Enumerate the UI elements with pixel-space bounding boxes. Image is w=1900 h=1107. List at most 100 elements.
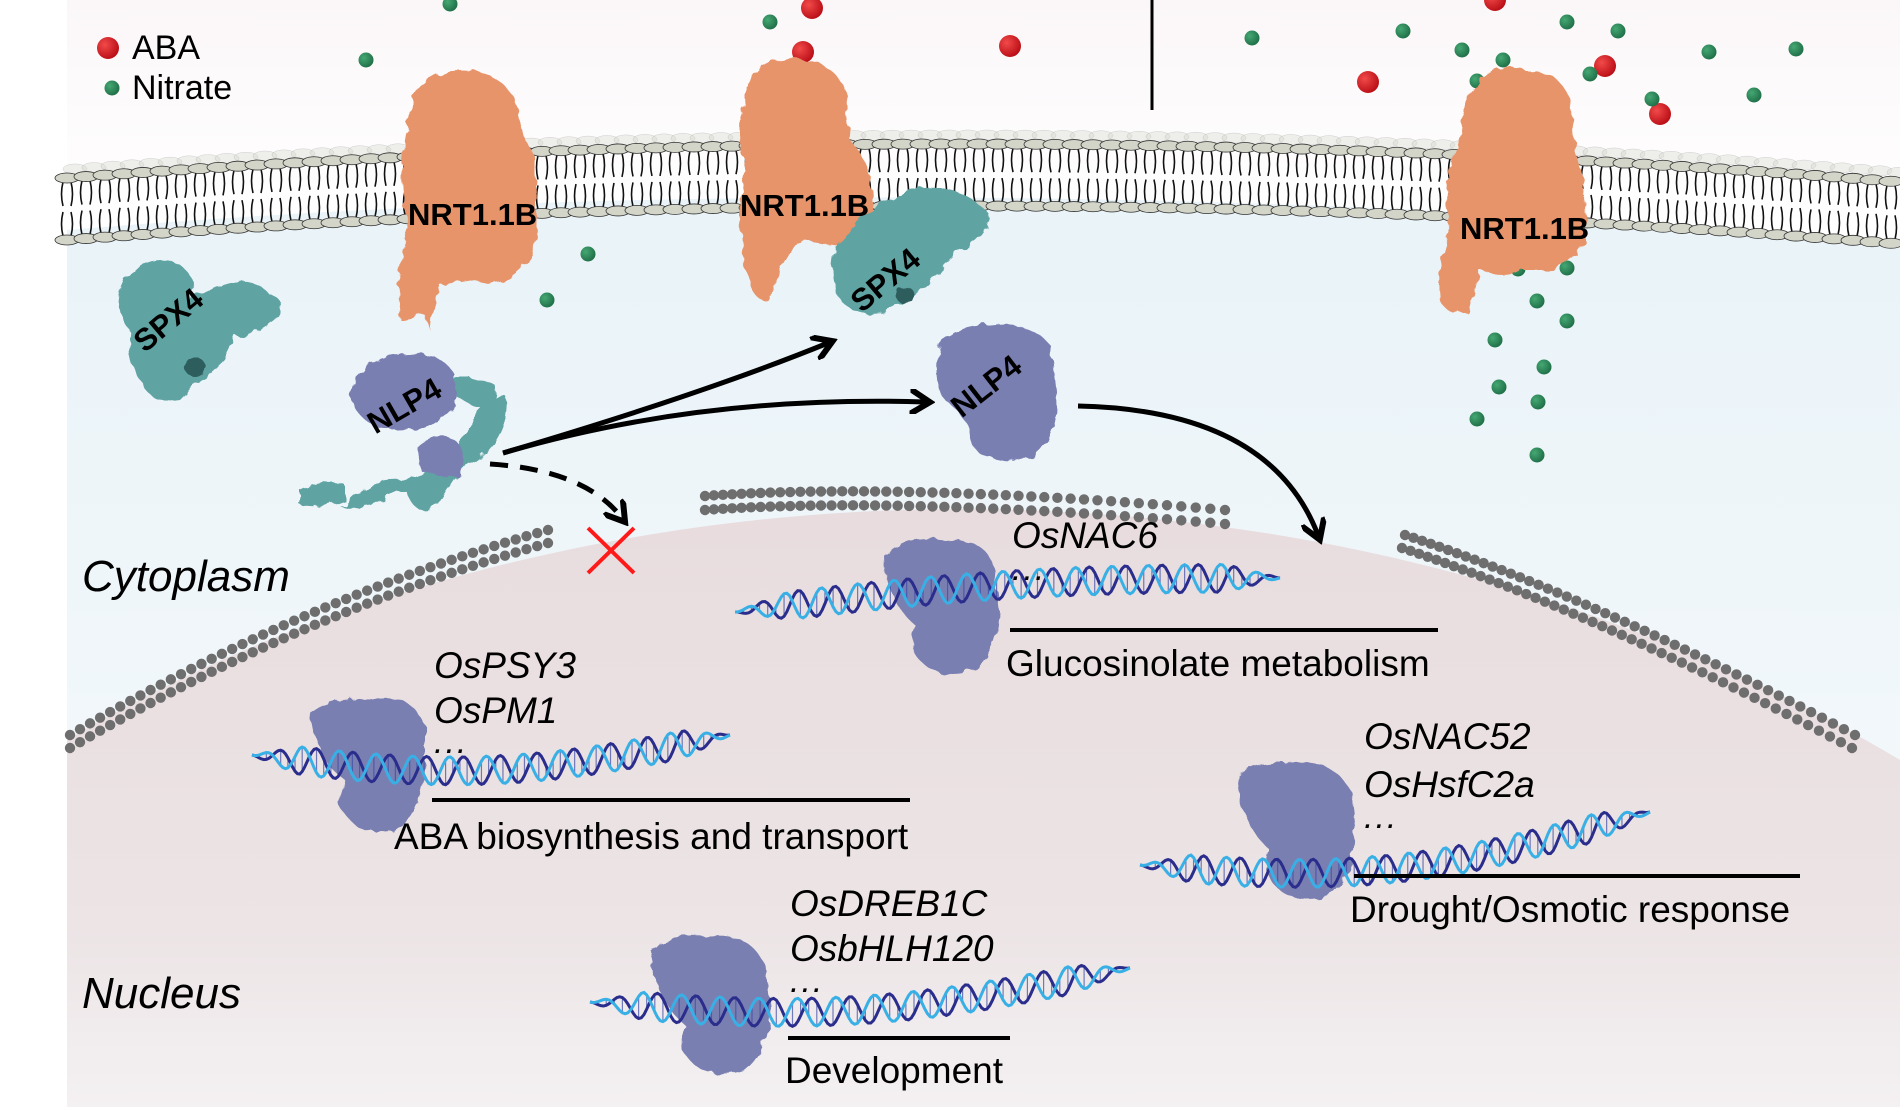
envelope-pore-dot bbox=[435, 558, 447, 569]
envelope-pore-dot bbox=[915, 501, 926, 512]
legend-nitrate-label: Nitrate bbox=[132, 69, 233, 107]
envelope-pore-dot bbox=[755, 501, 766, 513]
envelope-pore-dot bbox=[320, 602, 331, 613]
envelope-pore-dot bbox=[145, 697, 156, 709]
envelope-pore-dot bbox=[1408, 532, 1419, 544]
envelope-pore-dot bbox=[1686, 662, 1698, 673]
envelope-pore-dot bbox=[1205, 517, 1216, 528]
gene-label: OsbHLH120 bbox=[790, 928, 994, 969]
inhibition-cross-icon bbox=[586, 526, 636, 575]
envelope-pore-dot bbox=[1039, 505, 1050, 517]
envelope-pore-dot bbox=[1731, 669, 1742, 680]
envelope-pore-dot bbox=[542, 524, 554, 536]
envelope-pore-dot bbox=[1514, 572, 1526, 583]
envelope-pore-dot bbox=[1813, 725, 1825, 736]
envelope-pore-dot bbox=[206, 653, 217, 665]
nitrate-molecule bbox=[1530, 394, 1546, 410]
envelope-pore-dot bbox=[1533, 579, 1544, 591]
envelope-pore-dot bbox=[726, 489, 738, 500]
nitrate-molecule bbox=[1610, 23, 1626, 39]
envelope-pore-dot bbox=[74, 723, 86, 735]
envelope-pore-dot bbox=[951, 488, 962, 499]
envelope-pore-dot bbox=[268, 624, 279, 636]
envelope-pore-dot bbox=[1442, 544, 1454, 556]
envelope-pore-dot bbox=[1078, 508, 1090, 519]
nrt1-1b-transporter-middle bbox=[740, 57, 873, 301]
envelope-pore-dot bbox=[1649, 630, 1660, 641]
envelope-pore-dot bbox=[135, 703, 146, 714]
nitrate-molecule bbox=[104, 80, 120, 96]
envelope-pore-dot bbox=[1496, 564, 1507, 576]
nitrate-molecule bbox=[1491, 379, 1507, 395]
envelope-pore-dot bbox=[1092, 509, 1103, 520]
underline-bar bbox=[432, 798, 910, 802]
nitrate-molecule bbox=[1559, 313, 1575, 329]
envelope-pore-dot bbox=[1741, 674, 1753, 685]
envelope-pore-dot bbox=[1549, 600, 1560, 611]
nitrate-molecule bbox=[1559, 260, 1575, 276]
envelope-pore-dot bbox=[341, 593, 352, 605]
envelope-pore-dot bbox=[1561, 591, 1572, 602]
envelope-pore-dot bbox=[257, 629, 269, 640]
envelope-pore-dot bbox=[115, 701, 126, 712]
gene-ellipsis: ... bbox=[1364, 798, 1399, 836]
envelope-pore-dot bbox=[64, 742, 76, 754]
envelope-pore-dot bbox=[155, 692, 166, 703]
envelope-pore-dot bbox=[226, 656, 238, 668]
envelope-pore-dot bbox=[988, 503, 999, 514]
nlp4-dna-bound-2 bbox=[885, 539, 1000, 674]
envelope-pore-dot bbox=[125, 695, 136, 707]
gene-label: OsPSY3 bbox=[434, 645, 576, 686]
envelope-pore-dot bbox=[309, 619, 321, 631]
envelope-pore-dot bbox=[708, 490, 720, 501]
envelope-pore-dot bbox=[1478, 557, 1489, 569]
envelope-pore-dot bbox=[915, 487, 926, 498]
envelope-pore-dot bbox=[1816, 712, 1828, 723]
envelope-pore-dot bbox=[532, 540, 543, 552]
envelope-pore-dot bbox=[847, 486, 859, 497]
envelope-pore-dot bbox=[717, 503, 729, 515]
envelope-pore-dot bbox=[1502, 581, 1514, 592]
envelope-pore-dot bbox=[1147, 498, 1159, 510]
envelope-pore-dot bbox=[1190, 516, 1201, 527]
dna-strand bbox=[251, 731, 731, 787]
nitrate-molecule bbox=[1487, 332, 1503, 348]
extracellular-space bbox=[67, 0, 1900, 230]
envelope-pore-dot bbox=[1666, 652, 1677, 663]
envelope-pore-dot bbox=[1710, 659, 1721, 670]
nitrate-molecule bbox=[1529, 293, 1545, 309]
envelope-pore-dot bbox=[815, 486, 827, 497]
envelope-pore-dot bbox=[1805, 706, 1817, 718]
gene-ellipsis: ... bbox=[1012, 550, 1047, 588]
envelope-pore-dot bbox=[717, 489, 729, 501]
envelope-pore-dot bbox=[699, 490, 711, 502]
envelope-pore-dot bbox=[1827, 718, 1839, 729]
envelope-pore-dot bbox=[64, 729, 76, 741]
envelope-pore-dot bbox=[1511, 585, 1523, 596]
envelope-pore-dot bbox=[510, 547, 521, 558]
envelope-pore-dot bbox=[1078, 494, 1090, 505]
gene-ellipsis: ... bbox=[790, 962, 825, 1000]
envelope-pore-dot bbox=[1626, 634, 1637, 645]
nitrate-molecule bbox=[1701, 44, 1717, 60]
envelope-pore-dot bbox=[446, 567, 457, 579]
envelope-pore-dot bbox=[278, 633, 289, 644]
envelope-pore-dot bbox=[489, 553, 500, 565]
gene-label: OsPM1 bbox=[434, 690, 558, 731]
envelope-pore-dot bbox=[288, 628, 300, 639]
envelope-pore-dot bbox=[196, 671, 207, 683]
nucleus-label: Nucleus bbox=[82, 969, 241, 1018]
envelope-pore-dot bbox=[847, 500, 859, 511]
envelope-pore-dot bbox=[903, 486, 915, 498]
envelope-pore-dot bbox=[1571, 595, 1582, 606]
aba-molecule bbox=[97, 37, 119, 59]
envelope-pore-dot bbox=[765, 487, 776, 498]
envelope-pore-dot bbox=[1590, 603, 1601, 615]
envelope-pore-dot bbox=[1784, 695, 1795, 707]
envelope-pore-dot bbox=[1636, 638, 1647, 650]
envelope-pore-dot bbox=[165, 674, 177, 685]
nrt1-1b-transporter-left bbox=[398, 70, 538, 330]
envelope-pore-dot bbox=[1616, 629, 1628, 641]
envelope-pore-dot bbox=[1026, 505, 1037, 516]
